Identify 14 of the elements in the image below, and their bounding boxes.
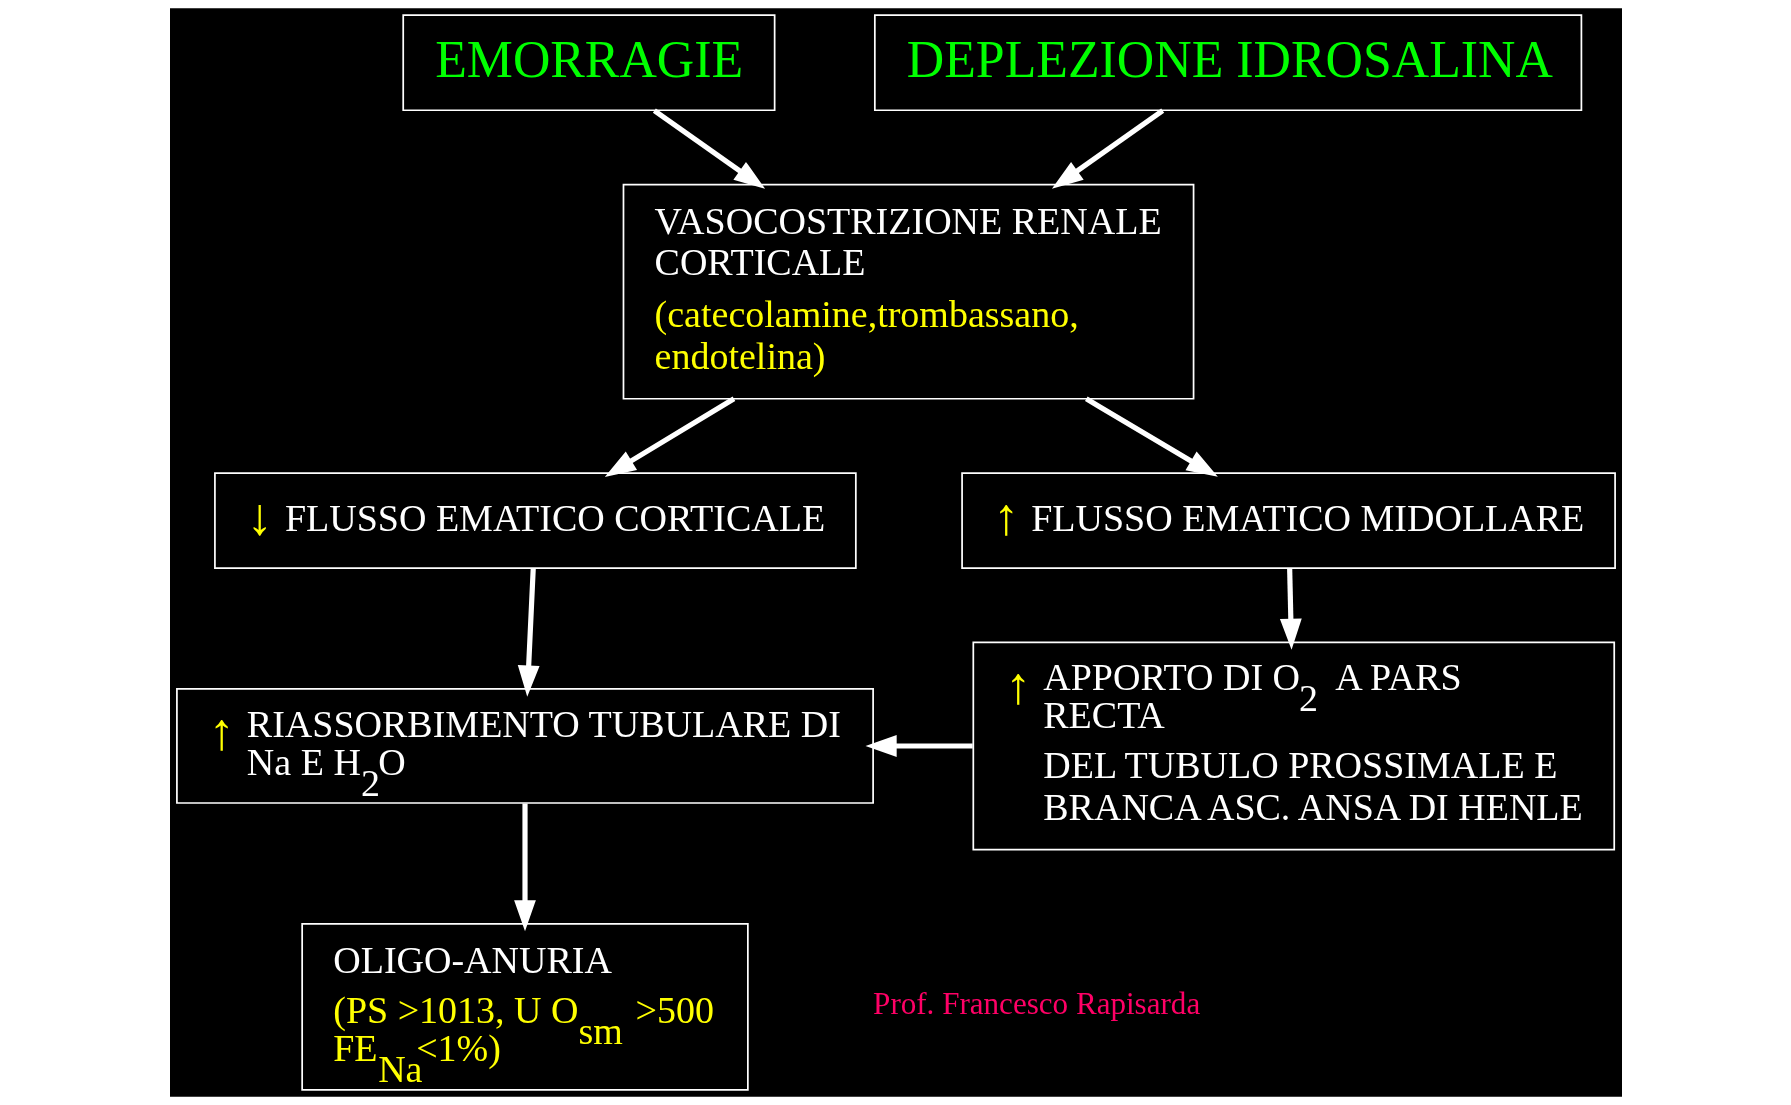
label: Prof. Francesco Rapisarda <box>872 986 1200 1022</box>
node-box: VASOCOSTRIZIONE RENALE CORTICALE (catecolamine,trombassano, endotelina) <box>622 183 1194 400</box>
node-box: ↓ FLUSSO EMATICO CORTICALE <box>213 472 857 569</box>
arrow <box>865 735 973 757</box>
node-box: ↑ FLUSSO EMATICO MIDOLLARE <box>960 472 1616 569</box>
node-box: EMORRAGIE <box>401 14 775 112</box>
node-box: DEPLEZIONE IDROSALINA <box>873 14 1582 112</box>
arrow <box>517 568 540 697</box>
arrow <box>652 108 765 189</box>
arrow <box>1051 108 1164 189</box>
arrow <box>604 396 735 477</box>
arrow <box>1279 568 1302 650</box>
arrow <box>1084 396 1218 477</box>
arrow <box>513 803 536 932</box>
